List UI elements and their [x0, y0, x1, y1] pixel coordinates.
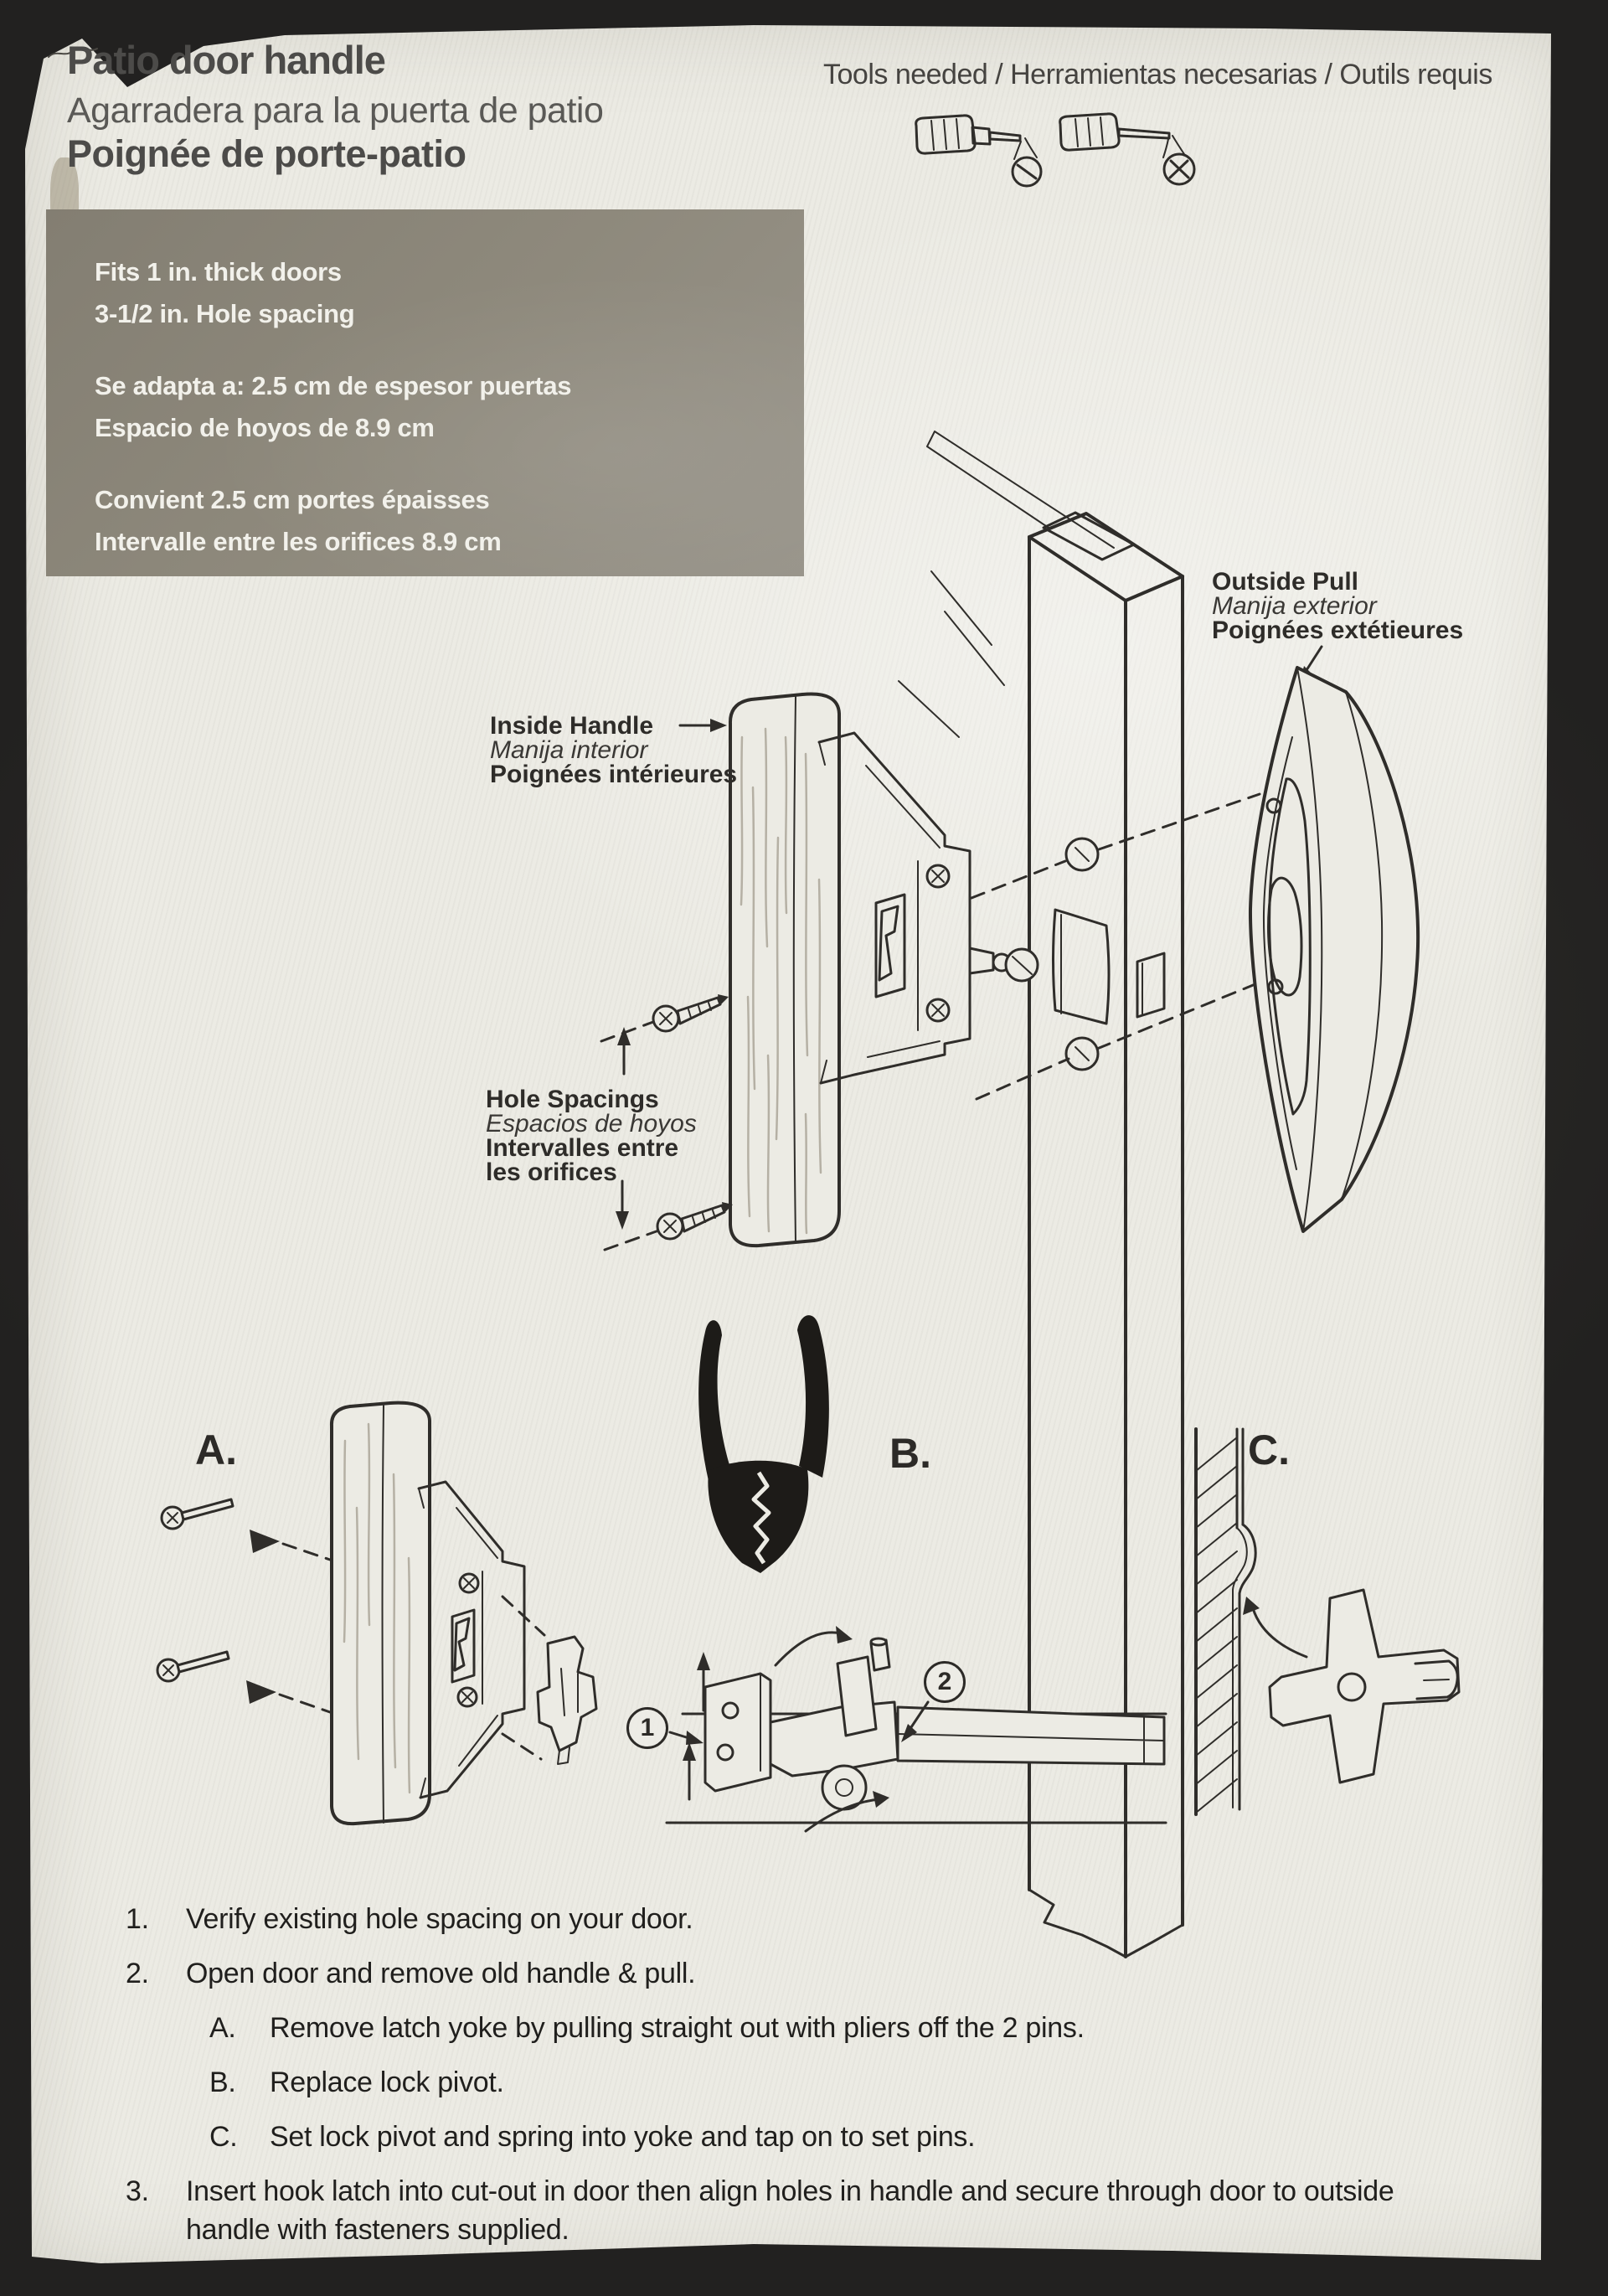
lock-pin-drawing: [968, 947, 1039, 983]
instruction-step: 1. Verify existing hole spacing on your …: [126, 1900, 1445, 1938]
step-text: Open door and remove old handle & pull.: [186, 1958, 696, 1989]
callout-1-badge: 1: [626, 1707, 668, 1749]
instruction-substep: A. Remove latch yoke by pulling straight…: [209, 2009, 1445, 2047]
door-screw-hole: [1064, 837, 1100, 872]
spec-en-2: 3-1/2 in. Hole spacing: [95, 299, 355, 328]
latch-pin-icon: [160, 1498, 332, 1561]
section-a-label: A.: [195, 1427, 237, 1473]
step-number: 1.: [126, 1903, 149, 1935]
spec-en-1: Fits 1 in. thick doors: [95, 257, 342, 286]
hook-latch-piece-drawing: [536, 1635, 598, 1765]
step-text: Insert hook latch into cut-out in door t…: [186, 2175, 1394, 2246]
motion-arrow-icon: [668, 1626, 930, 1833]
door-edge-section-drawing: [1194, 1427, 1461, 1816]
inside-handle-label: Inside Handle Manija interior Poignées i…: [490, 714, 737, 787]
spec-es-2: Espacio de hoyos de 8.9 cm: [95, 413, 435, 442]
phillips-screwdriver-icon: [1059, 112, 1196, 186]
insert-arrow-icon: [1243, 1597, 1308, 1659]
spec-fr-1: Convient 2.5 cm portes épaisses: [95, 485, 490, 514]
pen-scribble: [48, 47, 98, 58]
hole-spacing-arrow-up-icon: [617, 1027, 631, 1076]
step-text: Verify existing hole spacing on your doo…: [186, 1903, 693, 1935]
tools-needed-label: Tools needed / Herramientas necesarias /…: [823, 59, 1492, 90]
outside-pull-label-fr: Poignées extétieures: [1212, 617, 1464, 644]
latch-pin-icon: [156, 1650, 332, 1714]
outside-pull-label: Outside Pull Manija exterior Poignées ex…: [1212, 568, 1464, 644]
handle-bracket-drawing: [817, 731, 972, 1085]
outside-pull-label-en: Outside Pull: [1212, 568, 1359, 596]
dashed-sightlines: [600, 792, 1263, 1251]
yoke-cross-drawing: [1268, 1588, 1461, 1784]
hole-spacings-label-es: Espacios de hoyos: [486, 1110, 697, 1138]
callout-2-badge: 2: [924, 1661, 966, 1703]
step-text: Replace lock pivot.: [270, 2066, 504, 2098]
step-number: C.: [209, 2121, 238, 2153]
inside-handle-label-en: Inside Handle: [490, 712, 654, 740]
section-a-drawing: [156, 1401, 598, 1826]
instruction-substep: B. Replace lock pivot.: [209, 2063, 1445, 2102]
inside-handle-label-fr: Poignées intérieures: [490, 761, 738, 788]
spec-es-1: Se adapta a: 2.5 cm de espesor puertas: [95, 371, 572, 400]
outside-pull-label-es: Manija exterior: [1212, 592, 1377, 620]
spec-box: Fits 1 in. thick doors 3-1/2 in. Hole sp…: [46, 209, 804, 576]
step-text: Remove latch yoke by pulling straight ou…: [270, 2012, 1085, 2044]
pliers-icon: [698, 1315, 829, 1573]
latch-mechanism-drawing: [665, 1626, 1167, 1833]
mounting-screw-icon: [652, 994, 729, 1033]
instruction-step: 2. Open door and remove old handle & pul…: [126, 1954, 1445, 1993]
hole-spacings-label: Hole Spacings Espacios de hoyos Interval…: [486, 1086, 697, 1186]
spec-fr-2: Intervalle entre les orifices 8.9 cm: [95, 527, 502, 556]
latch-cutout: [1052, 908, 1111, 1025]
flathead-screwdriver-icon: [915, 114, 1043, 188]
page-title: Patio door handle: [67, 38, 386, 82]
outside-pull-drawing: [1248, 666, 1420, 1233]
step-number: A.: [209, 2012, 236, 2044]
instruction-step: 3. Insert hook latch into cut-out in doo…: [126, 2172, 1445, 2249]
section-c-label: C.: [1248, 1427, 1290, 1473]
step-number: B.: [209, 2066, 236, 2098]
edge-cutout: [1136, 952, 1166, 1019]
inside-handle-arrow-icon: [678, 719, 727, 732]
page-title-french: Poignée de porte-patio: [67, 132, 466, 175]
instruction-substep: C. Set lock pivot and spring into yoke a…: [209, 2118, 1445, 2156]
hole-spacings-label-fr2: les orifices: [486, 1158, 617, 1186]
step-number: 2.: [126, 1958, 149, 1989]
door-screw-hole: [1064, 1036, 1100, 1071]
step-text: Set lock pivot and spring into yoke and …: [270, 2121, 976, 2153]
inside-handle-drawing: [728, 692, 1039, 1248]
mounting-screw-icon: [656, 1202, 733, 1241]
hole-spacings-label-en: Hole Spacings: [486, 1086, 659, 1113]
paper-stain: [50, 157, 79, 238]
lock-pivot-drawing: [769, 1637, 1166, 1811]
page-title-spanish: Agarradera para la puerta de patio: [67, 90, 604, 131]
step-number: 3.: [126, 2175, 149, 2207]
latch-yoke-drawing: [704, 1672, 772, 1793]
inside-handle-label-es: Manija interior: [490, 736, 648, 764]
hole-spacing-arrow-down-icon: [616, 1179, 629, 1230]
glass-edge-strip: [898, 431, 1115, 738]
section-b-label: B.: [889, 1430, 931, 1477]
instructions-list: 1. Verify existing hole spacing on your …: [126, 1900, 1445, 2265]
hole-spacings-label-fr1: Intervalles entre: [486, 1134, 679, 1162]
